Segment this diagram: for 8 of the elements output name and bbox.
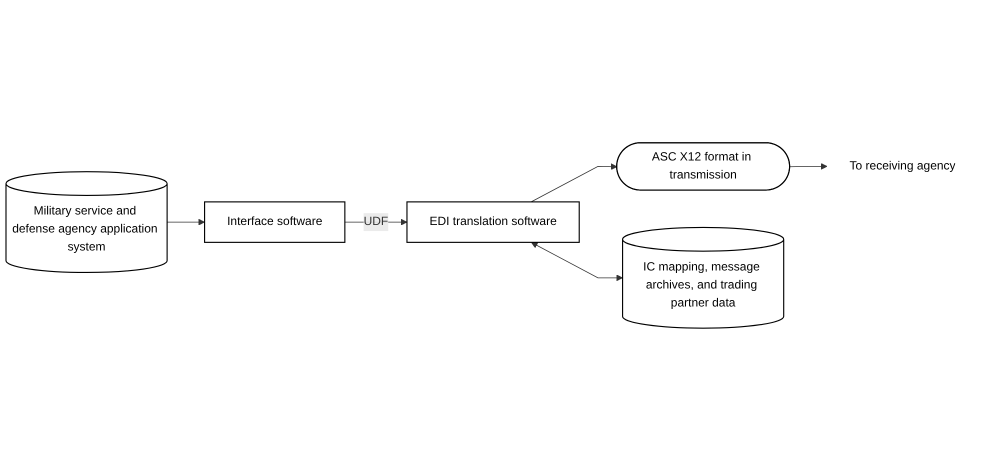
arrow: [166, 218, 205, 226]
arrow: [790, 163, 828, 170]
node-box: EDI translation software: [406, 201, 580, 243]
edge-label: UDF: [364, 215, 388, 228]
arrow: [530, 163, 618, 202]
node-text: To receiving agency: [850, 160, 956, 172]
arrow: [531, 242, 623, 282]
node-box: Interface software: [204, 201, 346, 243]
